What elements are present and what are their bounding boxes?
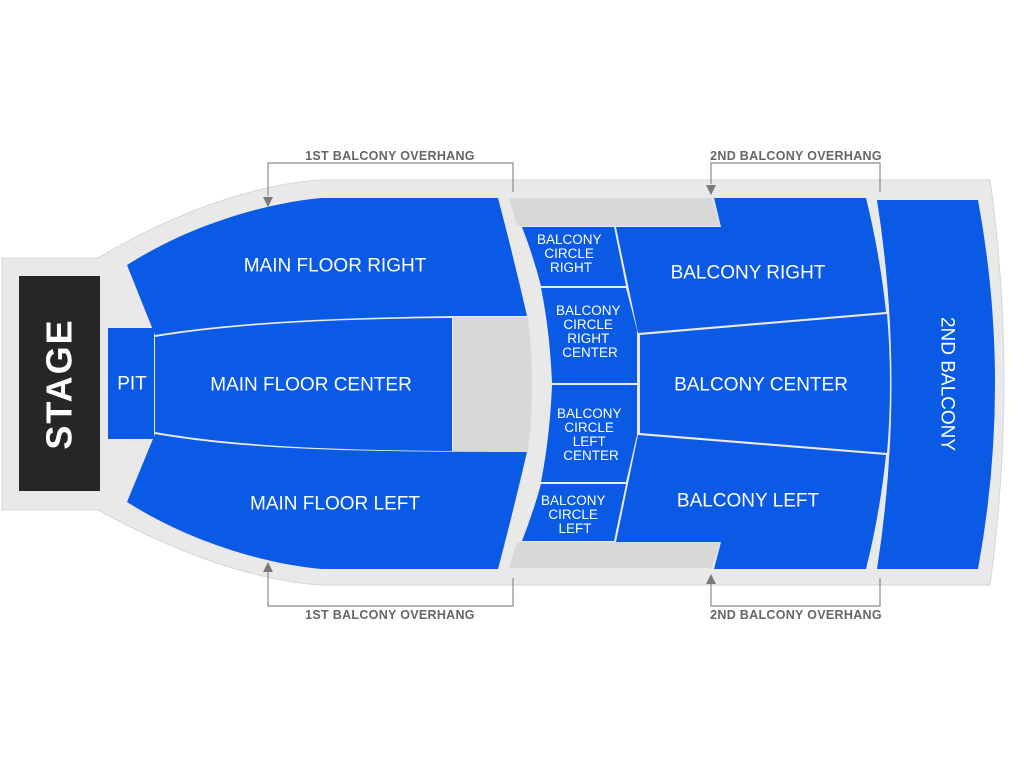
stage — [19, 276, 100, 491]
arrow-down-icon — [263, 197, 273, 207]
section-balcony-center[interactable] — [640, 314, 890, 453]
section-balcony-circle-left-center[interactable] — [541, 385, 637, 482]
section-balcony-left[interactable] — [616, 435, 886, 569]
annotation-1st-overhang-top: 1ST BALCONY OVERHANG — [305, 149, 475, 163]
section-pit[interactable] — [108, 328, 154, 439]
annotation-2nd-overhang-bottom: 2ND BALCONY OVERHANG — [710, 608, 882, 622]
arrow-down-icon — [706, 185, 716, 195]
section-main-floor-right[interactable] — [127, 198, 527, 335]
annotation-1st-overhang-bottom: 1ST BALCONY OVERHANG — [305, 608, 475, 622]
lower-overhang-band — [509, 542, 720, 568]
arrow-up-icon — [706, 574, 716, 584]
section-balcony-right[interactable] — [616, 198, 886, 333]
upper-overhang-band — [509, 198, 720, 226]
section-balcony-circle-right-center[interactable] — [541, 288, 637, 383]
leader-1st-overhang-top — [267, 162, 514, 196]
stage-label: STAGE — [39, 318, 80, 449]
section-main-floor-left[interactable] — [127, 434, 527, 569]
leader-1st-overhang-bottom — [267, 572, 514, 607]
arrow-up-icon — [263, 562, 273, 572]
leader-2nd-overhang-top — [710, 162, 881, 192]
section-balcony-circle-right[interactable] — [522, 227, 626, 286]
leader-2nd-overhang-bottom — [710, 578, 881, 607]
section-2nd-balcony[interactable] — [877, 200, 995, 569]
main-floor-overhang — [453, 317, 532, 452]
section-balcony-circle-left[interactable] — [522, 484, 626, 541]
section-main-floor-center[interactable] — [155, 318, 452, 451]
annotation-2nd-overhang-top: 2ND BALCONY OVERHANG — [710, 149, 882, 163]
